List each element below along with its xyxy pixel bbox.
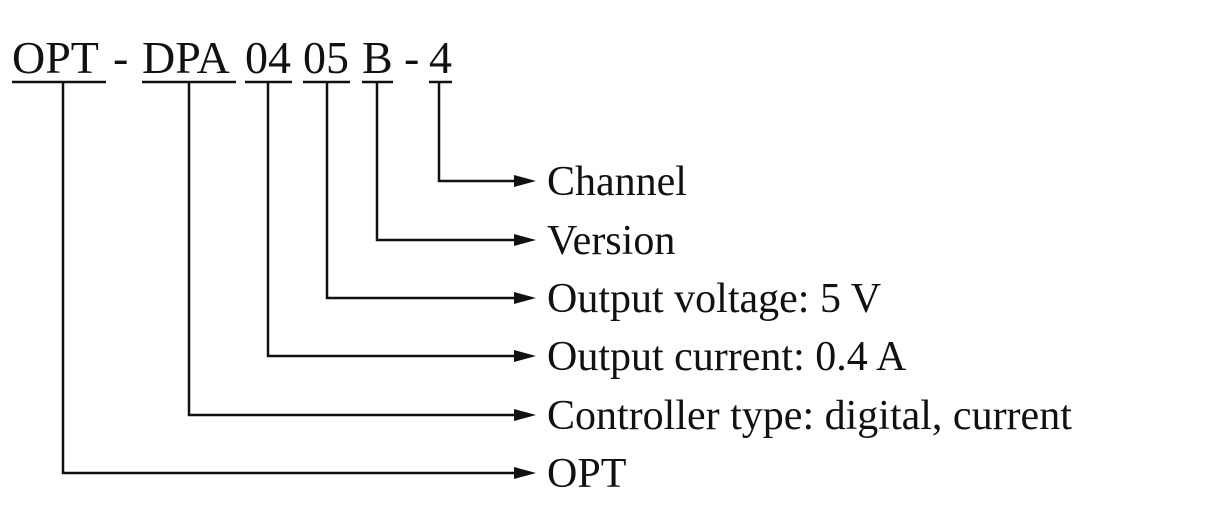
connector-opt xyxy=(61,82,518,475)
arrow-icon xyxy=(514,234,536,246)
description-output-voltage: Output voltage: 5 V xyxy=(547,276,881,322)
code-separator: - xyxy=(113,32,128,83)
description-output-current: Output current: 0.4 A xyxy=(547,334,907,380)
code-segment-dpa: DPA xyxy=(142,32,230,83)
code-segment-channel: 4 xyxy=(429,32,452,83)
arrow-icon xyxy=(514,292,536,304)
code-segment-opt: OPT xyxy=(12,32,99,83)
code-segment-current: 04 xyxy=(245,32,291,83)
description-opt: OPT xyxy=(547,451,626,497)
connector-version xyxy=(375,82,518,242)
description-version: Version xyxy=(547,218,675,264)
connector-controller-type xyxy=(187,82,518,417)
code-segment-version: B xyxy=(362,32,393,83)
connector-output-voltage xyxy=(325,82,518,300)
code-segment-voltage: 05 xyxy=(303,32,349,83)
code-separator: - xyxy=(404,32,419,83)
arrow-icon xyxy=(514,409,536,421)
description-controller-type: Controller type: digital, current xyxy=(547,393,1072,439)
arrow-icon xyxy=(514,175,536,187)
model-code: OPT - DPA 04 05 B - 4 xyxy=(12,32,452,83)
description-channel: Channel xyxy=(547,159,687,205)
connector-channel xyxy=(437,82,518,183)
connector-output-current xyxy=(266,82,518,358)
arrow-icon xyxy=(514,350,536,362)
arrowheads xyxy=(514,175,536,479)
arrow-icon xyxy=(514,467,536,479)
descriptions: Channel Version Output voltage: 5 V Outp… xyxy=(547,159,1072,497)
connector-lines xyxy=(61,82,518,475)
